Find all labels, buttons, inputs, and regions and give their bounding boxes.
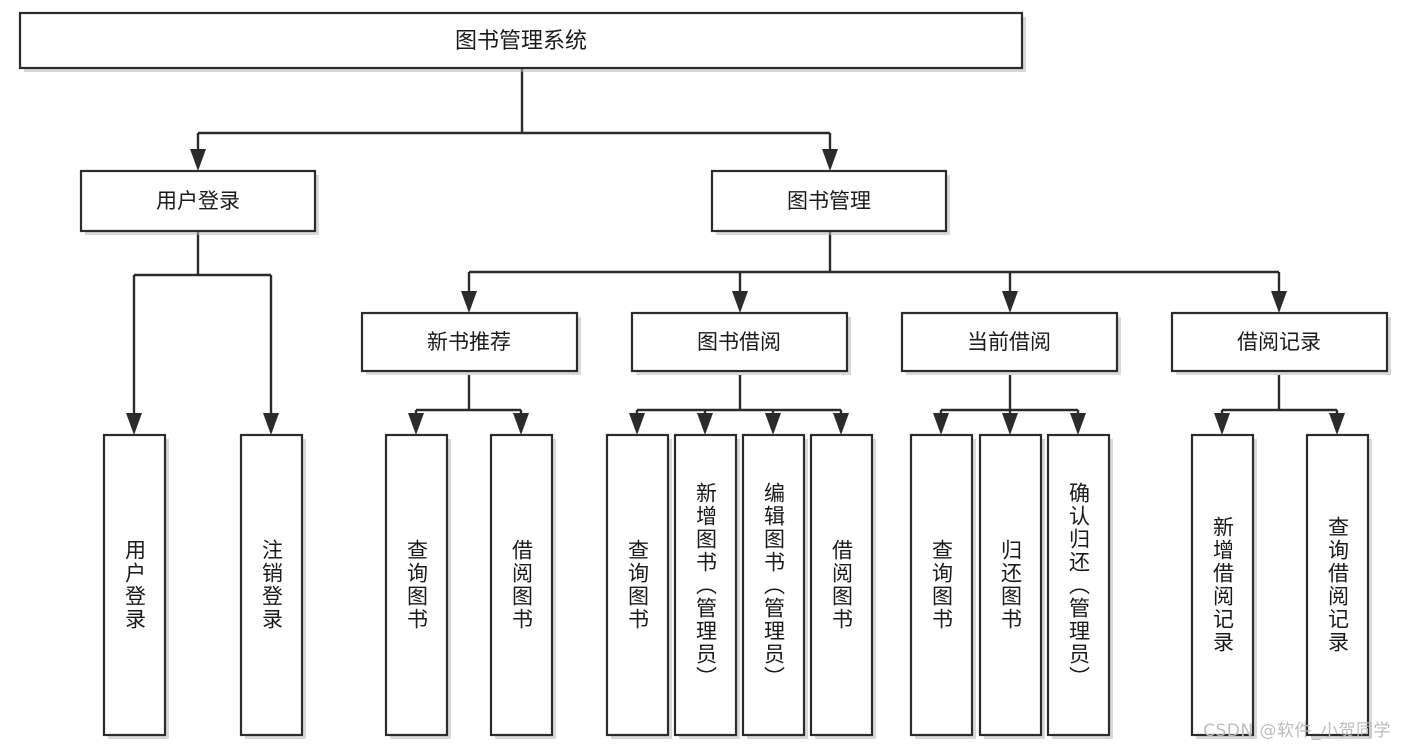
leaf-book-borrow-1[interactable]: [673, 433, 740, 739]
arrow-c2-leaf-1: [1002, 413, 1018, 435]
leaf-book-borrow-3[interactable]: [809, 433, 876, 739]
arrow-c3-leaf-0: [1214, 413, 1230, 435]
node-new-book-recommend[interactable]: 新书推荐: [360, 311, 581, 375]
arrow-c0-leaf-0: [408, 413, 424, 435]
csdn-watermark: CSDN @软件_小贺同学: [1203, 721, 1391, 741]
leaf-book-borrow-2[interactable]: [741, 433, 808, 739]
arrow-c0-leaf-1: [513, 413, 529, 435]
leaf-new-book-recommend-0[interactable]: [384, 433, 451, 739]
arrow-c1-leaf-1: [697, 413, 713, 435]
arrow-c1-leaf-2: [765, 413, 781, 435]
leaf-new-book-recommend-1[interactable]: [489, 433, 556, 739]
node-book-management-label: 图书管理: [787, 189, 871, 213]
leaf-current-borrow-2[interactable]: [1046, 433, 1113, 739]
node-book-management[interactable]: 图书管理: [710, 169, 950, 235]
arrow-user-login-leaf-0: [126, 413, 142, 435]
arrow-c3-leaf-1: [1329, 413, 1345, 435]
arrow-book-mgmt-to-c3: [1271, 291, 1287, 313]
arrow-root-to-user-login: [190, 149, 206, 171]
node-current-borrow[interactable]: 当前借阅: [900, 311, 1121, 375]
arrow-book-mgmt-to-c2: [1002, 291, 1018, 313]
arrow-c1-leaf-0: [629, 413, 645, 435]
leaf-current-borrow-1[interactable]: [978, 433, 1045, 739]
node-new-book-recommend-label: 新书推荐: [427, 330, 511, 354]
leaf-book-borrow-0[interactable]: [605, 433, 672, 739]
node-book-borrow-label: 图书借阅: [697, 330, 781, 354]
connector-layer: [126, 68, 1345, 435]
node-user-login[interactable]: 用户登录: [79, 169, 319, 235]
arrow-c2-leaf-0: [933, 413, 949, 435]
leaf-borrow-record-1[interactable]: [1305, 433, 1372, 739]
arrow-c1-leaf-3: [833, 413, 849, 435]
arrow-root-to-book-mgmt: [822, 149, 838, 171]
leaf-user-login-0[interactable]: [102, 433, 169, 739]
node-borrow-record[interactable]: 借阅记录: [1170, 311, 1391, 375]
leaf-current-borrow-0[interactable]: [909, 433, 976, 739]
arrow-user-login-leaf-1: [263, 413, 279, 435]
node-book-borrow[interactable]: 图书借阅: [630, 311, 851, 375]
node-borrow-record-label: 借阅记录: [1237, 330, 1321, 354]
leaf-box-layer: [102, 433, 1372, 739]
node-root-label: 图书管理系统: [455, 29, 587, 54]
node-current-borrow-label: 当前借阅: [967, 330, 1051, 354]
arrow-book-mgmt-to-c1: [732, 291, 748, 313]
arrow-c2-leaf-2: [1070, 413, 1086, 435]
node-user-login-label: 用户登录: [156, 189, 240, 213]
leaf-borrow-record-0[interactable]: [1190, 433, 1257, 739]
leaf-user-login-1[interactable]: [239, 433, 306, 739]
node-root[interactable]: 图书管理系统: [18, 11, 1026, 72]
arrow-book-mgmt-to-c0: [461, 291, 477, 313]
